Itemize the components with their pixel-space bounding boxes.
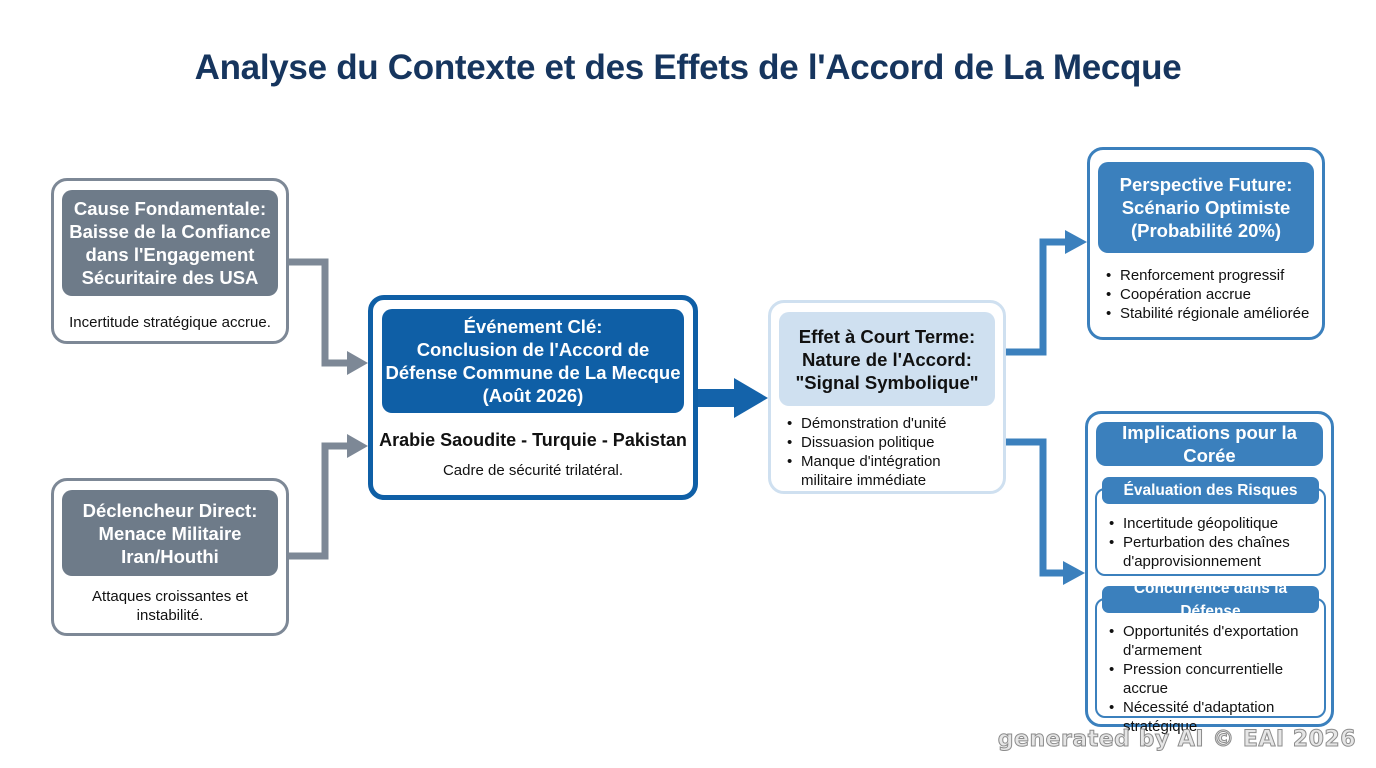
risks-list: Incertitude géopolitique Perturbation de… [1107,514,1319,571]
list-item: Perturbation des chaînes d'approvisionne… [1107,533,1319,571]
key-event-box: Événement Clé: Conclusion de l'Accord de… [368,295,698,500]
cause-to-event-arrow [289,258,368,375]
risks-header: Évaluation des Risques [1102,477,1319,504]
list-item: Coopération accrue [1104,285,1316,304]
korea-box: Implications pour la Corée Incertitude g… [1085,411,1334,735]
key-event-parties: Arabie Saoudite - Turquie - Pakistan [379,430,687,450]
list-item: Manque d'intégration militaire immédiate [785,452,995,490]
trigger-box: Déclencheur Direct: Menace Militaire Ira… [51,478,289,636]
list-item: Stabilité régionale améliorée [1104,304,1316,323]
future-box: Perspective Future: Scénario Optimiste (… [1087,147,1325,340]
korea-header: Implications pour la Corée [1096,422,1323,466]
future-list: Renforcement progressif Coopération accr… [1104,266,1316,323]
trigger-to-event-arrow [289,434,368,560]
defense-box: Opportunités d'exportation d'armement Pr… [1095,598,1326,735]
list-item: Démonstration d'unité [785,414,995,433]
watermark: generated by AI © EAI 2026 [997,727,1356,753]
list-item: Renforcement progressif [1104,266,1316,285]
short-term-to-future-arrow [1006,230,1087,356]
event-to-short-term-arrow [696,378,768,418]
short-term-list: Démonstration d'unité Dissuasion politiq… [785,414,995,490]
defense-list: Opportunités d'exportation d'armement Pr… [1107,622,1321,736]
list-item: Opportunités d'exportation d'armement [1107,622,1321,660]
key-event-description: Cadre de sécurité trilatéral. [442,462,624,479]
cause-header: Cause Fondamentale: Baisse de la Confian… [62,190,278,296]
cause-box: Cause Fondamentale: Baisse de la Confian… [51,178,289,344]
future-header: Perspective Future: Scénario Optimiste (… [1098,162,1314,253]
trigger-description: Attaques croissantes et instabilité. [92,588,248,624]
defense-header: Concurrence dans la Défense [1102,580,1319,620]
list-item: Pression concurrentielle accrue [1107,660,1321,698]
key-event-header: Événement Clé: Conclusion de l'Accord de… [382,309,684,413]
trigger-header: Déclencheur Direct: Menace Militaire Ira… [62,490,278,576]
short-term-to-korea-arrow [1006,438,1085,585]
list-item: Incertitude géopolitique [1107,514,1319,533]
short-term-box: Effet à Court Terme: Nature de l'Accord:… [768,300,1006,494]
list-item: Nécessité d'adaptation stratégique [1107,698,1321,736]
cause-description: Incertitude stratégique accrue. [69,314,271,331]
page-title: Analyse du Contexte et des Effets de l'A… [194,48,1182,87]
short-term-header: Effet à Court Terme: Nature de l'Accord:… [779,312,995,406]
list-item: Dissuasion politique [785,433,995,452]
